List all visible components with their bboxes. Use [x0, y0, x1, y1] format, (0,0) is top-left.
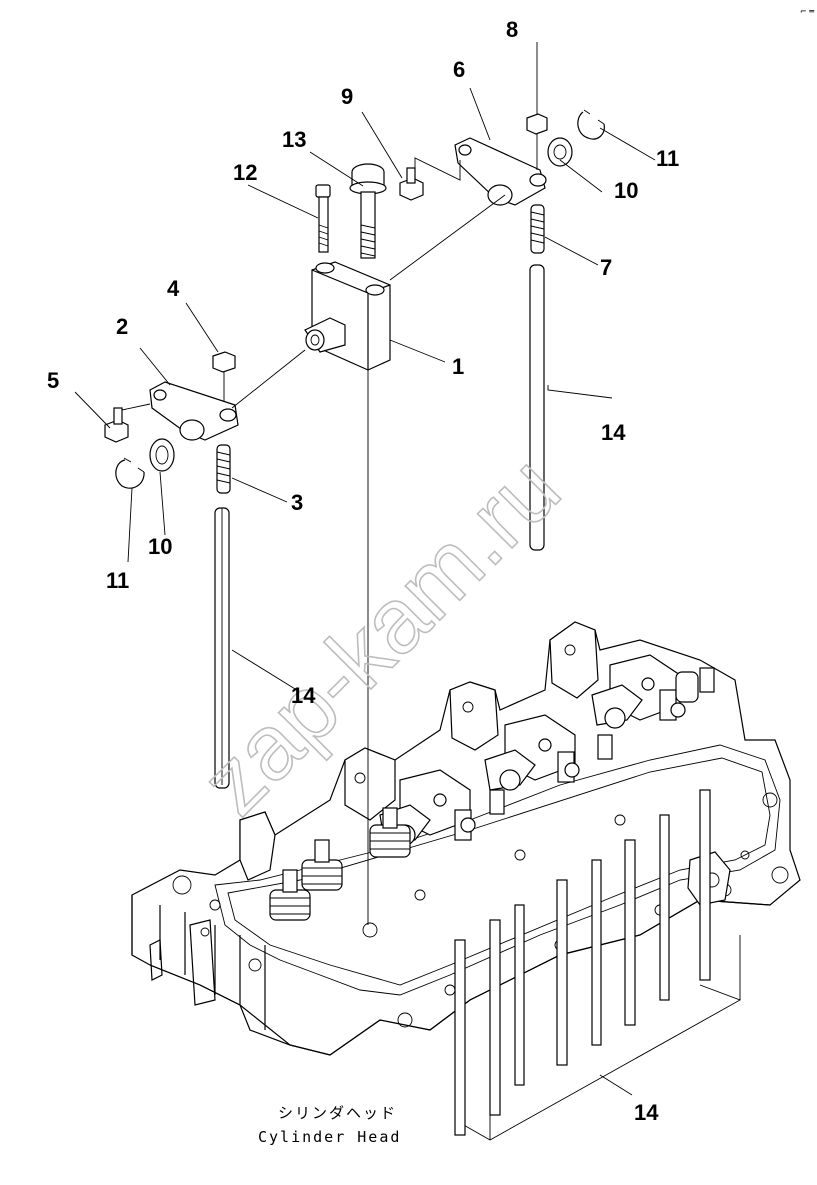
corner-mark: ⌐ ═	[800, 7, 814, 16]
callout-12: 12	[233, 160, 257, 185]
callout-5: 5	[47, 368, 59, 393]
push-rod-right	[529, 264, 545, 551]
callout-14-bottom: 14	[634, 1100, 659, 1125]
caption-japanese: シリンダヘッド	[278, 1104, 397, 1122]
callout-3: 3	[291, 490, 303, 515]
callout-10-right: 10	[614, 178, 638, 203]
callout-14-left: 14	[291, 683, 316, 708]
caption-english: Cylinder Head	[258, 1128, 401, 1146]
leader-lines	[74, 42, 656, 1096]
bolts	[315, 163, 387, 259]
callout-6: 6	[453, 57, 465, 82]
callout-7: 7	[600, 255, 612, 280]
callout-11-left: 11	[106, 568, 129, 593]
callout-2: 2	[116, 314, 128, 339]
callout-8: 8	[506, 17, 518, 42]
reference-lines	[221, 194, 506, 925]
push-rods	[214, 264, 711, 1136]
callout-4: 4	[167, 276, 180, 301]
callout-numbers: 1 2 3 4 5 6 7 8 9 10 10 11 11 12 13 14 1…	[47, 17, 679, 1125]
left-rocker-group	[104, 351, 239, 494]
callout-13: 13	[282, 127, 306, 152]
rocker-shaft-support	[304, 261, 391, 371]
right-rocker-group	[399, 109, 605, 254]
callout-9: 9	[341, 84, 353, 109]
cylinder-head-assembly	[131, 621, 801, 1056]
callout-11-right: 11	[656, 146, 679, 171]
callout-10-left: 10	[148, 534, 172, 559]
callout-1: 1	[452, 354, 464, 379]
callout-14-upper-right: 14	[601, 420, 626, 445]
